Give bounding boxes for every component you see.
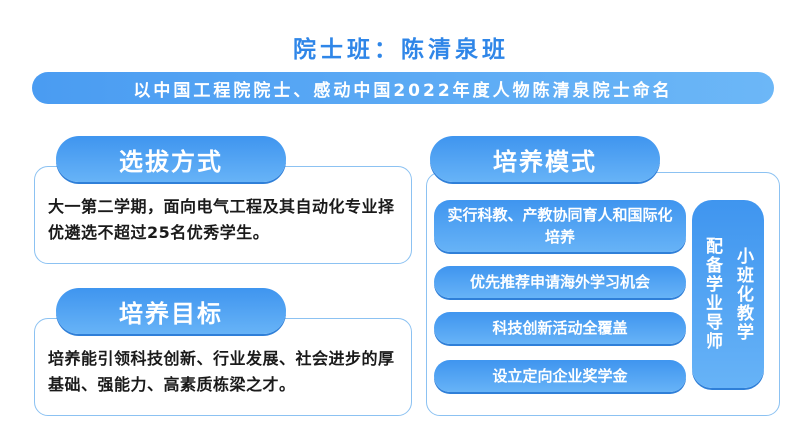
- mode-item: 优先推荐申请海外学习机会: [434, 266, 686, 298]
- mode-item: 实行科教、产教协同育人和国际化培养: [434, 200, 686, 252]
- goal-text: 培养能引领科技创新、行业发展、社会进步的厚基础、强能力、高素质栋梁之才。: [48, 349, 395, 394]
- page-title: 院士班：陈清泉班: [293, 37, 509, 63]
- selection-heading: 选拔方式: [56, 136, 286, 182]
- side-text-col2: 配备学业导师: [702, 237, 722, 351]
- mode-item: 设立定向企业奖学金: [434, 360, 686, 392]
- mode-item: 科技创新活动全覆盖: [434, 312, 686, 344]
- side-text-col1: 小班化教学: [733, 246, 753, 342]
- goal-box: [34, 318, 412, 416]
- subtitle-banner: 以中国工程院院士、感动中国2022年度人物陈清泉院士命名: [32, 72, 774, 104]
- selection-text: 大一第二学期，面向电气工程及其自动化专业择优遴选不超过25名优秀学生。: [48, 197, 395, 242]
- mode-heading: 培养模式: [430, 136, 660, 182]
- goal-heading: 培养目标: [56, 288, 286, 334]
- selection-box: [34, 166, 412, 264]
- mode-side-panel: 小班化教学 配备学业导师: [692, 200, 764, 388]
